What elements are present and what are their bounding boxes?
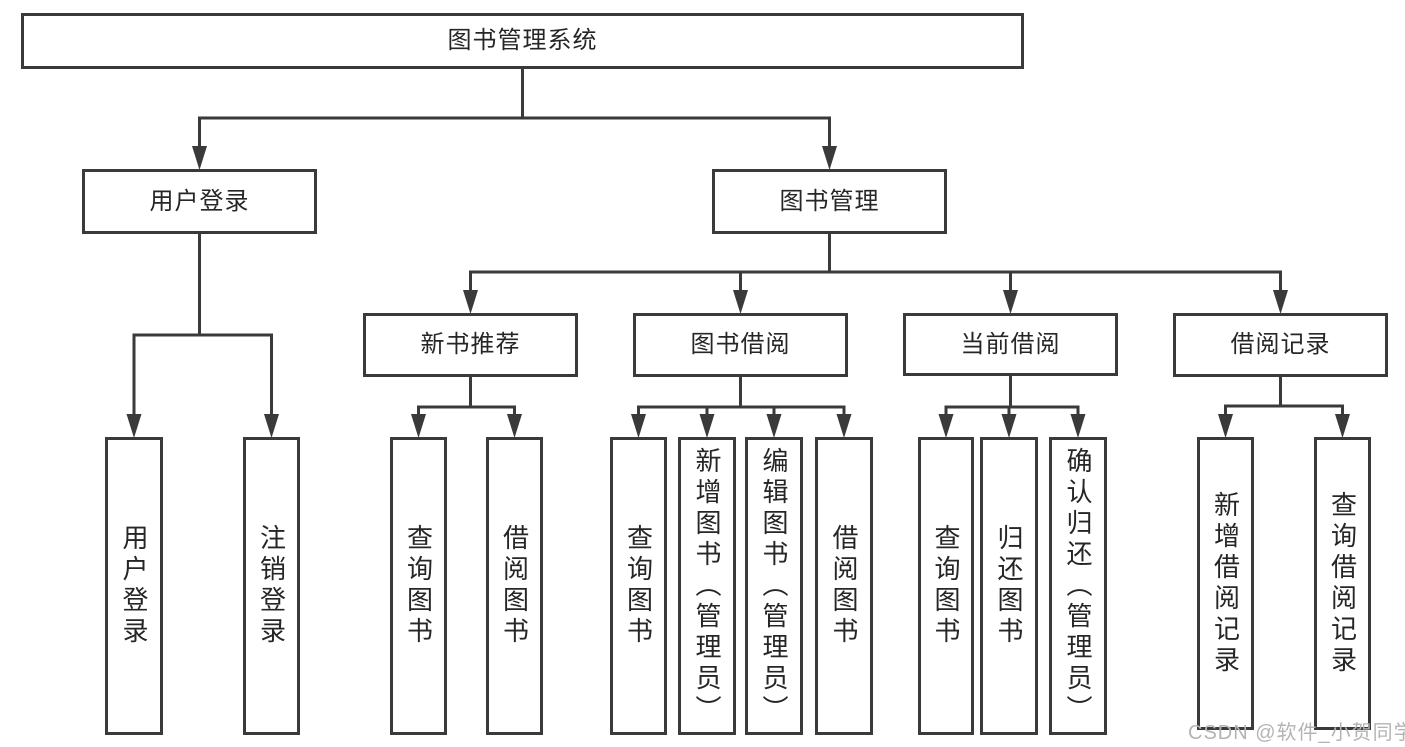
node-label-leaf-bb-add: 新增图书（管理员）: [692, 446, 722, 726]
node-label-leaf-bb-query: 查询图书: [623, 524, 654, 648]
node-label-leaf-nbr-borrow: 借阅图书: [499, 524, 530, 648]
node-label-leaf-bb-borrow: 借阅图书: [829, 524, 859, 648]
node-leaf-nbr-query: 查询图书: [390, 437, 447, 735]
node-book-borrow: 图书借阅: [633, 313, 848, 377]
node-current-borrow: 当前借阅: [903, 313, 1118, 376]
node-leaf-br-add: 新增借阅记录: [1197, 437, 1254, 730]
node-label-borrow-record: 借阅记录: [1230, 331, 1331, 358]
node-label-leaf-cb-confirm: 确认归还（管理员）: [1063, 446, 1093, 726]
watermark: CSDN @软件_小贺同学: [1188, 722, 1405, 744]
node-new-book-rec: 新书推荐: [363, 313, 578, 377]
node-label-leaf-cb-query: 查询图书: [931, 524, 961, 648]
node-leaf-user-login: 用户登录: [105, 437, 163, 735]
node-borrow-record: 借阅记录: [1173, 313, 1388, 377]
node-label-book-borrow: 图书借阅: [690, 331, 791, 358]
node-label-leaf-nbr-query: 查询图书: [403, 524, 434, 648]
node-user-login: 用户登录: [82, 169, 317, 234]
node-label-leaf-br-add: 新增借阅记录: [1210, 490, 1241, 677]
node-leaf-cb-return: 归还图书: [980, 437, 1038, 735]
node-leaf-cb-query: 查询图书: [918, 437, 974, 735]
node-root: 图书管理系统: [21, 13, 1024, 69]
node-label-leaf-logout: 注销登录: [256, 524, 287, 648]
node-label-leaf-bb-edit: 编辑图书（管理员）: [759, 446, 789, 726]
node-leaf-logout: 注销登录: [243, 437, 300, 735]
node-leaf-nbr-borrow: 借阅图书: [486, 437, 543, 735]
node-label-book-mgmt: 图书管理: [779, 187, 880, 215]
node-leaf-br-query: 查询借阅记录: [1314, 437, 1371, 730]
node-leaf-bb-add: 新增图书（管理员）: [678, 437, 736, 735]
node-label-root: 图书管理系统: [447, 27, 598, 54]
node-book-mgmt: 图书管理: [712, 169, 947, 234]
node-label-user-login: 用户登录: [149, 187, 250, 215]
node-label-current-borrow: 当前借阅: [960, 330, 1061, 358]
node-label-leaf-user-login: 用户登录: [119, 524, 149, 648]
node-label-leaf-cb-return: 归还图书: [994, 524, 1024, 648]
node-label-new-book-rec: 新书推荐: [420, 331, 521, 358]
node-leaf-cb-confirm: 确认归还（管理员）: [1049, 437, 1107, 735]
node-leaf-bb-borrow: 借阅图书: [815, 437, 873, 735]
node-leaf-bb-edit: 编辑图书（管理员）: [745, 437, 803, 735]
node-label-leaf-br-query: 查询借阅记录: [1327, 490, 1358, 677]
node-leaf-bb-query: 查询图书: [610, 437, 667, 735]
